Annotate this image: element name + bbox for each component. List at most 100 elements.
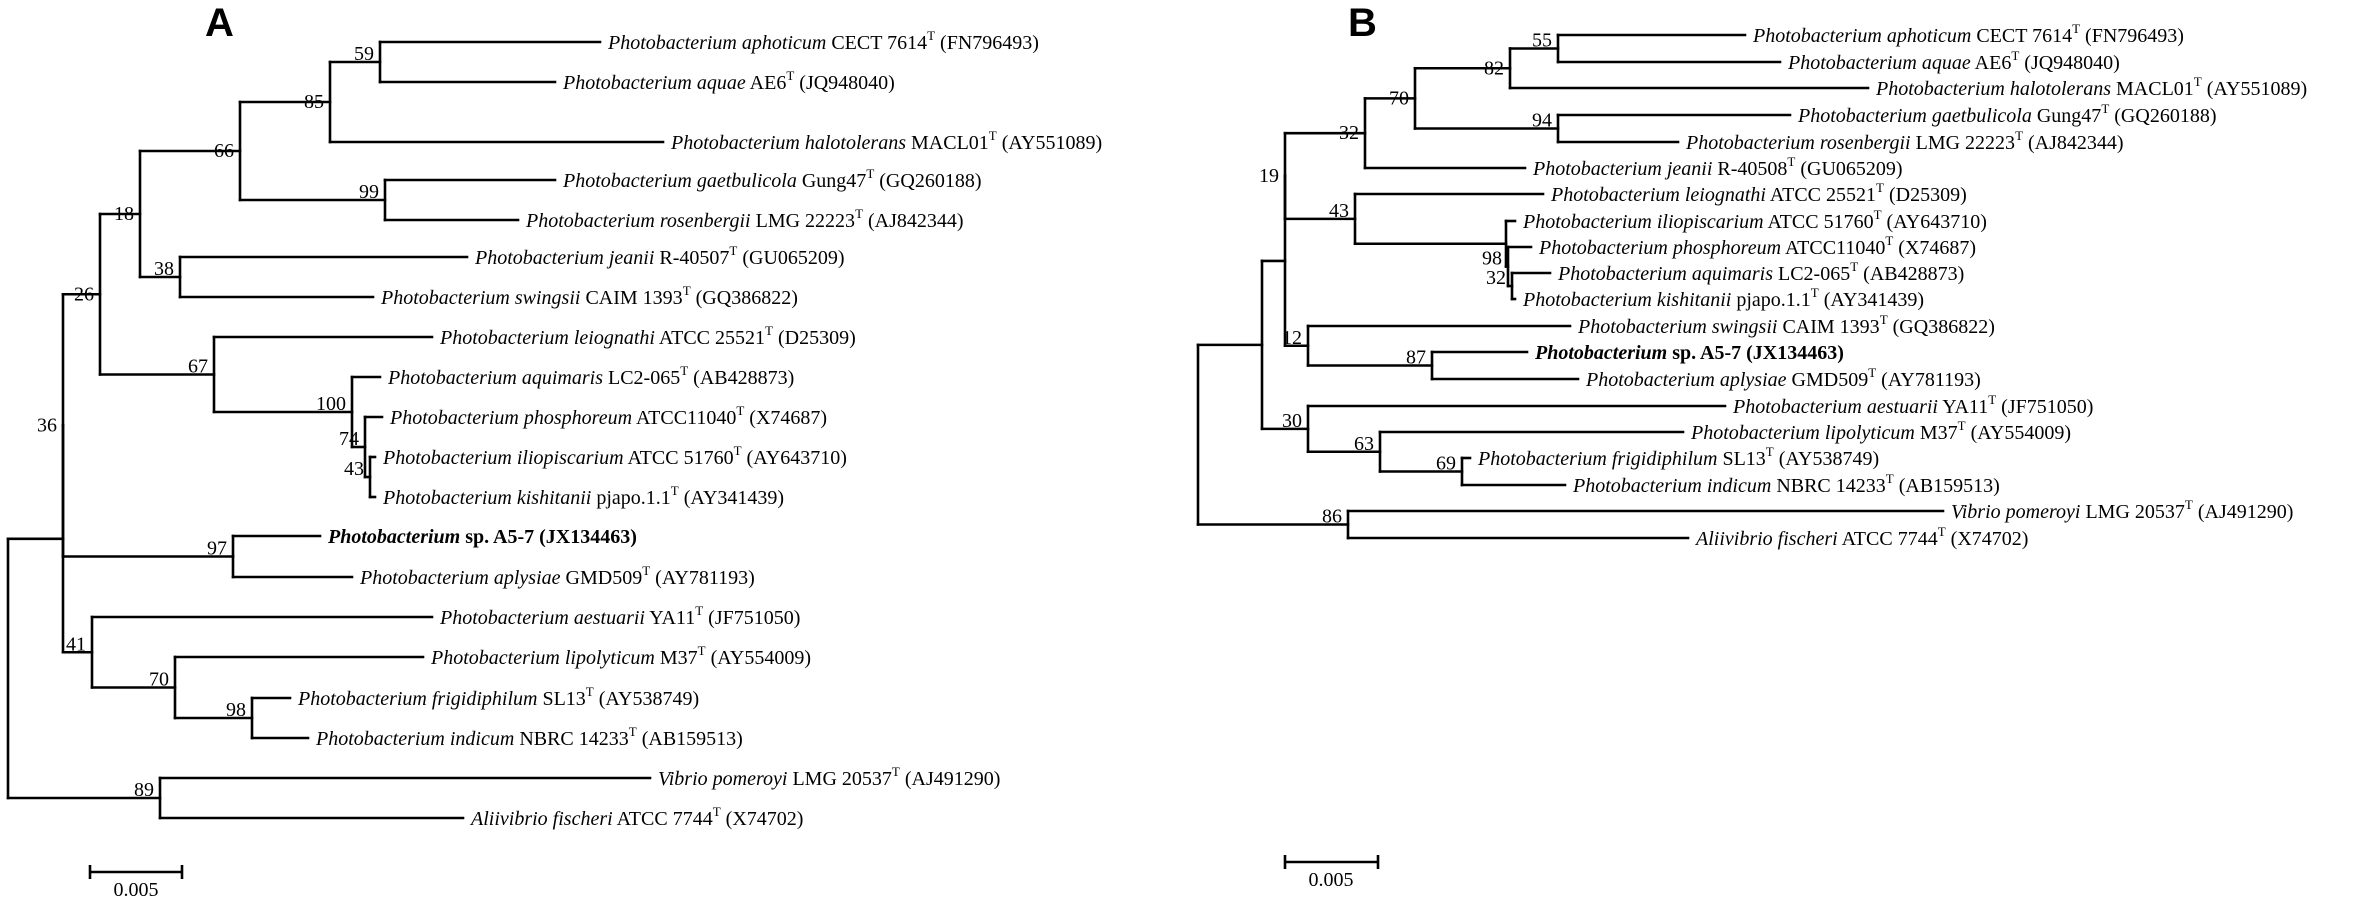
type-strain-mark: T: [1868, 365, 1876, 380]
taxon-strain: LMG 20537: [792, 768, 891, 790]
taxon-genus: Photobacterium: [1585, 369, 1715, 391]
branches-a: [6, 40, 665, 820]
type-strain-mark: T: [683, 283, 691, 298]
taxon-genus: Photobacterium: [359, 567, 489, 589]
taxon-accession: (AY554009): [711, 647, 811, 669]
type-strain-mark: T: [698, 643, 706, 658]
taxon-label: Photobacterium iliopiscarium ATCC 51760T…: [1522, 207, 1987, 233]
taxon-strain: YA11: [1942, 396, 1988, 418]
taxon-strain: LC2-065: [608, 367, 680, 389]
bootstrap-value: 63: [1354, 433, 1374, 455]
taxon-label: Vibrio pomeroyi LMG 20537T (AJ491290): [658, 764, 1000, 790]
type-strain-mark: T: [855, 206, 863, 221]
taxon-strain: LMG 20537: [2085, 501, 2184, 523]
taxon-strain: ATCC 25521: [659, 327, 765, 349]
taxon-genus: Photobacterium: [474, 247, 604, 269]
taxon-accession: (GU065209): [1800, 158, 1902, 180]
taxon-species: swingsii: [515, 287, 581, 309]
panel-letter-a: A: [205, 1, 234, 45]
taxon-species: aestuarii: [1867, 396, 1938, 418]
taxon-genus: Photobacterium: [1690, 422, 1820, 444]
type-strain-mark: T: [2072, 21, 2080, 36]
bootstrap-value: 86: [1322, 506, 1342, 528]
taxon-accession: (AB159513): [642, 728, 743, 750]
taxon-species: gaetbulicola: [1932, 105, 2032, 127]
taxon-strain: ATCC11040: [1785, 237, 1885, 259]
taxon-strain: NBRC 14233: [1776, 475, 1885, 497]
scale-bar-label: 0.005: [1309, 869, 1354, 891]
type-strain-mark: T: [713, 804, 721, 819]
taxon-genus: Photobacterium: [670, 132, 800, 154]
taxon-species: aquae: [1922, 52, 1971, 74]
taxon-accession: (AJ491290): [2198, 501, 2294, 523]
taxon-label: Photobacterium aestuarii YA11T (JF751050…: [1732, 392, 2093, 418]
taxon-genus: Photobacterium: [562, 170, 692, 192]
taxon-accession: (AY643710): [1887, 211, 1987, 233]
scale-bar: 0.005: [1283, 855, 1380, 891]
taxon-species: lipolyticum: [1825, 422, 1915, 444]
taxon-accession: (AY538749): [599, 688, 699, 710]
bootstrap-value: 99: [359, 181, 379, 203]
taxon-strain: CECT 7614: [1976, 25, 2072, 47]
taxon-genus: Photobacterium: [380, 287, 510, 309]
taxon-label: Photobacterium halotolerans MACL01T (AY5…: [1875, 74, 2307, 100]
taxon-accession: (AY781193): [655, 567, 755, 589]
taxon-species: halotolerans: [805, 132, 906, 154]
taxon-accession: (D25309): [1889, 184, 1967, 206]
taxon-accession: (AB428873): [1863, 263, 1964, 285]
taxon-label: Photobacterium aquimaris LC2-065T (AB428…: [387, 363, 794, 389]
taxon-accession: (JQ948040): [799, 72, 895, 94]
tree-panel-a: A 59859966381843741006726973698704189Pho…: [6, 1, 1102, 901]
taxon-genus: Photobacterium: [297, 688, 427, 710]
bootstrap-value: 41: [66, 633, 86, 655]
taxon-accession: (AJ491290): [905, 768, 1001, 790]
type-strain-mark: T: [729, 243, 737, 258]
type-strain-mark: T: [1850, 259, 1858, 274]
taxon-strain: GMD509: [1792, 369, 1869, 391]
taxon-genus: Photobacterium: [1797, 105, 1927, 127]
bootstrap-value: 74: [339, 428, 359, 450]
taxon-label: Photobacterium phosphoreum ATCC11040T (X…: [389, 403, 827, 429]
bootstrap-value: 30: [1282, 410, 1302, 432]
taxon-label: Photobacterium iliopiscarium ATCC 51760T…: [382, 443, 847, 469]
taxon-genus: Photobacterium: [382, 487, 512, 509]
panel-letter-b: B: [1348, 1, 1377, 45]
taxon-strain: MACL01: [911, 132, 989, 154]
taxon-species: frigidiphilum: [1612, 448, 1718, 470]
bootstrap-value: 32: [1486, 267, 1506, 289]
taxon-species: swingsii: [1712, 316, 1778, 338]
taxon-genus: Aliivibrio: [469, 808, 548, 830]
bootstrap-value: 89: [134, 779, 154, 801]
taxon-species: jeanii: [606, 247, 655, 269]
branches-b: [1196, 33, 1945, 540]
taxon-species: aplysiae: [1720, 369, 1787, 391]
taxon-genus: Photobacterium: [1787, 52, 1917, 74]
taxon-label: Photobacterium gaetbulicola Gung47T (GQ2…: [562, 166, 981, 192]
taxon-strain: Gung47: [2037, 105, 2101, 127]
taxon-strain: ATCC 7744: [1842, 528, 1938, 550]
taxon-label: Photobacterium aplysiae GMD509T (AY78119…: [1585, 365, 1981, 391]
bootstrap-value: 70: [1389, 87, 1409, 109]
bootstrap-value: 19: [1259, 165, 1279, 187]
taxon-species: rosenbergii: [660, 210, 751, 232]
taxon-genus: Photobacterium: [1550, 184, 1680, 206]
taxon-labels-a: Photobacterium aphoticum CECT 7614T (FN7…: [297, 28, 1102, 830]
bootstrap-value: 97: [207, 538, 227, 560]
bootstrap-value: 43: [1329, 200, 1349, 222]
taxon-accession: (X74702): [726, 808, 804, 830]
taxon-species: leiognathi: [1685, 184, 1766, 206]
bootstrap-value: 59: [354, 43, 374, 65]
type-strain-mark: T: [1766, 444, 1774, 459]
bootstrap-value: 66: [214, 140, 234, 162]
type-strain-mark: T: [1885, 233, 1893, 248]
taxon-strain: ATCC 51760: [1767, 211, 1873, 233]
taxon-species: aquae: [697, 72, 746, 94]
taxon-species: iliopiscarium: [1657, 211, 1764, 233]
taxon-label: Photobacterium lipolyticum M37T (AY55400…: [430, 643, 811, 669]
taxon-label: Photobacterium swingsii CAIM 1393T (GQ38…: [1577, 312, 1995, 338]
type-strain-mark: T: [734, 443, 742, 458]
taxon-strain: R-40508: [1717, 158, 1787, 180]
taxon-accession: (AJ842344): [868, 210, 964, 232]
taxon-label: Photobacterium swingsii CAIM 1393T (GQ38…: [380, 283, 798, 309]
taxon-species: jeanii: [1664, 158, 1713, 180]
